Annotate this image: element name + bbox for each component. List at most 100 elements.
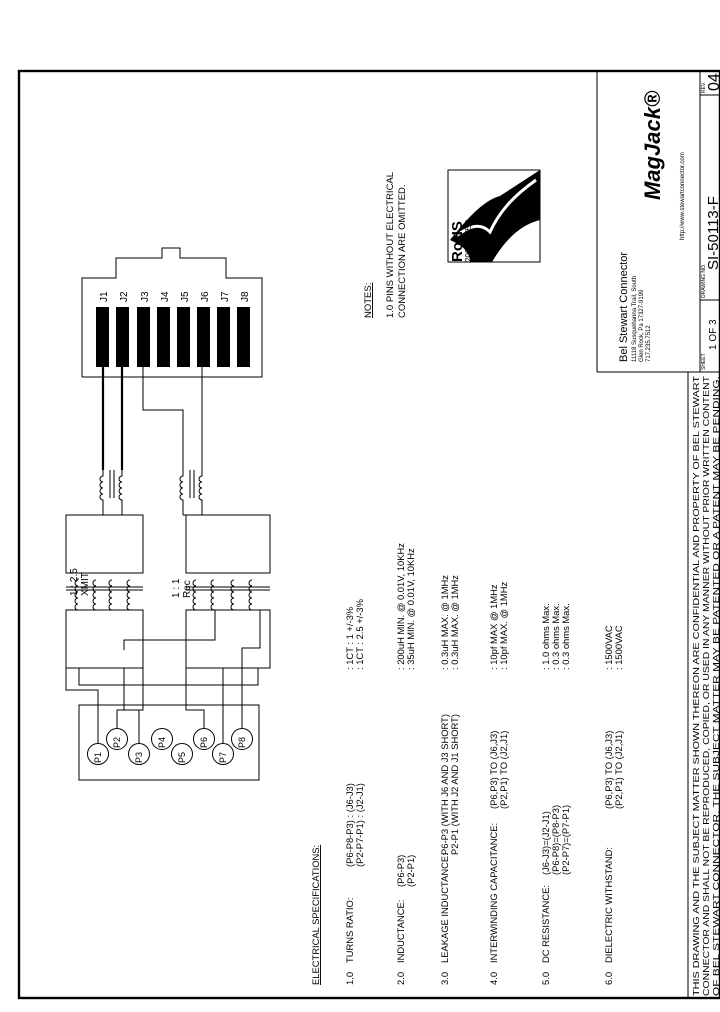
spec-value: : 10pf MAX. @ 1MHz — [498, 581, 509, 670]
p-pin-circles — [87, 728, 253, 765]
pin-p1 — [87, 743, 109, 765]
rohs-title: RoHS — [449, 221, 466, 262]
pin-p2 — [106, 728, 128, 750]
company-address: 11118 Susquehanna Trail, South — [632, 276, 638, 362]
spec-value: : 1CT : 1 +/-3% — [344, 607, 355, 670]
spec-left: (P2-P7)=(P7-P1) — [560, 805, 571, 875]
j-pin-label: J4 — [160, 291, 171, 302]
j-pin-label: J5 — [180, 291, 191, 302]
j-contacts — [96, 307, 250, 367]
spec-name: TURNS RATIO: — [344, 898, 355, 963]
rohs-subtitle: 2002/95/EC — [464, 220, 473, 262]
spec-left: (P2-P7-P1) : (J2-J1) — [354, 783, 365, 867]
rec-transformer — [185, 514, 271, 669]
pin-p8 — [231, 728, 253, 750]
pin-p7 — [212, 743, 234, 765]
j-side-wiring — [101, 366, 203, 470]
xmit-label: XMIT — [80, 572, 91, 596]
disclaimer-line: THIS DRAWING AND THE SUBJECT MATTER SHOW… — [691, 375, 701, 996]
company-name: Bel Stewart Connector — [618, 252, 630, 362]
j-pin-label: J1 — [99, 291, 110, 302]
company-address: Glen Rock, Pa 17327-9199 — [639, 289, 645, 362]
j8-contact — [237, 307, 250, 367]
schematic: P1 P2 P3 P4 P5 P6 P7 P8 1 : 2.5 XMIT — [65, 247, 271, 781]
spec-value: : 200uH MIN. @ 0.01V, 10KHz — [395, 543, 406, 670]
disclaimer-line: OF BEL STEWART CONNECTOR. THE SUBJECT MA… — [711, 376, 720, 996]
rec-ratio: 1 : 1 — [171, 578, 182, 598]
j-pin-label: J2 — [119, 291, 130, 302]
drawing-label: DRAWING NO. — [701, 264, 707, 298]
rj45-connector-body — [78, 704, 260, 781]
pin-p5 — [171, 743, 193, 765]
spec-value: : 0.3uH MAX. @ 1MHz — [449, 575, 460, 670]
company-address: 717.235.7512 — [646, 325, 652, 362]
title-block: Bel Stewart Connector 11118 Susquehanna … — [596, 71, 720, 998]
pin-label: P6 — [199, 737, 209, 748]
pin-label: P3 — [134, 752, 144, 763]
rev-label: REV. — [701, 82, 707, 93]
spec-num: 5.0 — [540, 972, 551, 985]
spec-value: : 1.0 ohms Max. — [540, 603, 551, 670]
spec-value: : 1500VAC — [603, 625, 614, 670]
spec-value: : 1CT : 2.5 +/-3% — [354, 599, 365, 670]
j2-contact — [116, 307, 129, 367]
spec-value: : 10pf MAX @ 1MHz — [488, 584, 499, 670]
spec-num: 6.0 — [603, 972, 614, 985]
j3-contact — [137, 307, 150, 367]
sheet-value: 1 OF 3 — [708, 319, 719, 350]
j7-contact — [217, 307, 230, 367]
spec-name: DC RESISTANCE: — [540, 885, 551, 963]
spec-left: (P2-P1) — [405, 855, 416, 887]
rec-common-mode-choke — [179, 470, 203, 515]
spec-num: 4.0 — [488, 972, 499, 985]
spec-left: (J6-J3)=(J2-J1) — [540, 811, 551, 875]
sheet-border — [17, 69, 720, 1000]
xmit-common-mode-choke — [99, 470, 123, 515]
spec-name: INDUCTANCE: — [395, 900, 406, 963]
spec-value: : 0.3uH MAX. @ 1MHz — [439, 575, 450, 670]
note-line: 1.0 PINS WITHOUT ELECTRICAL — [385, 172, 396, 318]
pin-label: P4 — [157, 737, 167, 748]
xmit-transformer — [65, 514, 144, 669]
rec-primary-frame — [185, 609, 271, 669]
spec-left: (P6,P3) TO (J6,J3) — [603, 731, 614, 809]
pin-p3 — [128, 743, 150, 765]
spec-left: P2-P1 (WITH J2 AND J1 SHORT) — [449, 714, 460, 855]
spec-name: LEAKAGE INDUCTANCE: — [439, 853, 450, 963]
company-url: http://www.stewartconnector.com — [680, 152, 686, 240]
j-pin-label: J3 — [140, 291, 151, 302]
xmit-ratio: 1 : 2.5 — [69, 568, 80, 596]
spec-left: (P6,P3) TO (J6,J3) — [488, 731, 499, 809]
spec-left: (P2,P1) TO (J2,J1) — [613, 731, 624, 809]
notes-heading: NOTES: — [363, 283, 374, 318]
spec-num: 1.0 — [344, 972, 355, 985]
j-pin-label: J6 — [200, 291, 211, 302]
notes-block: NOTES: 1.0 PINS WITHOUT ELECTRICAL CONNE… — [363, 172, 408, 318]
specs-heading: ELECTRICAL SPECIFICATIONS: — [310, 845, 321, 985]
j-pin-label: J8 — [240, 291, 251, 302]
disclaimer-line: CONNECTOR AND SHALL NOT BE REPRODUCED, C… — [701, 375, 711, 996]
pin-label: P1 — [93, 752, 103, 763]
magjack-logo: MagJack® — [640, 90, 665, 200]
spec-left: (P6-P3) — [395, 855, 406, 887]
pin-label: P7 — [218, 752, 228, 763]
j5-contact — [177, 307, 190, 367]
j6-contact — [197, 307, 210, 367]
j1-contact — [96, 307, 109, 367]
j4-contact — [157, 307, 170, 367]
spec-left: P6-P3 (WITH J6 AND J3 SHORT) — [439, 714, 450, 855]
spec-left: (P6-P8-P3) : (J6-J3) — [344, 783, 355, 867]
spec-value: : 0.3 ohms Max. — [550, 603, 561, 670]
spec-name: INTERWINDING CAPACITANCE: — [488, 823, 499, 963]
spec-name: DIELECTRIC WITHSTAND: — [603, 847, 614, 963]
spec-num: 3.0 — [439, 972, 450, 985]
j-pin-label: J7 — [220, 291, 231, 302]
pin-label: P8 — [237, 737, 247, 748]
rec-label: Rec — [182, 580, 193, 598]
drawing-value: SI-50113-F — [705, 196, 720, 270]
xmit-secondary-frame — [65, 514, 144, 574]
pin-p4 — [151, 728, 173, 750]
spec-left: (P2,P1) TO (J2,J1) — [498, 731, 509, 809]
p-side-wiring — [65, 610, 261, 743]
